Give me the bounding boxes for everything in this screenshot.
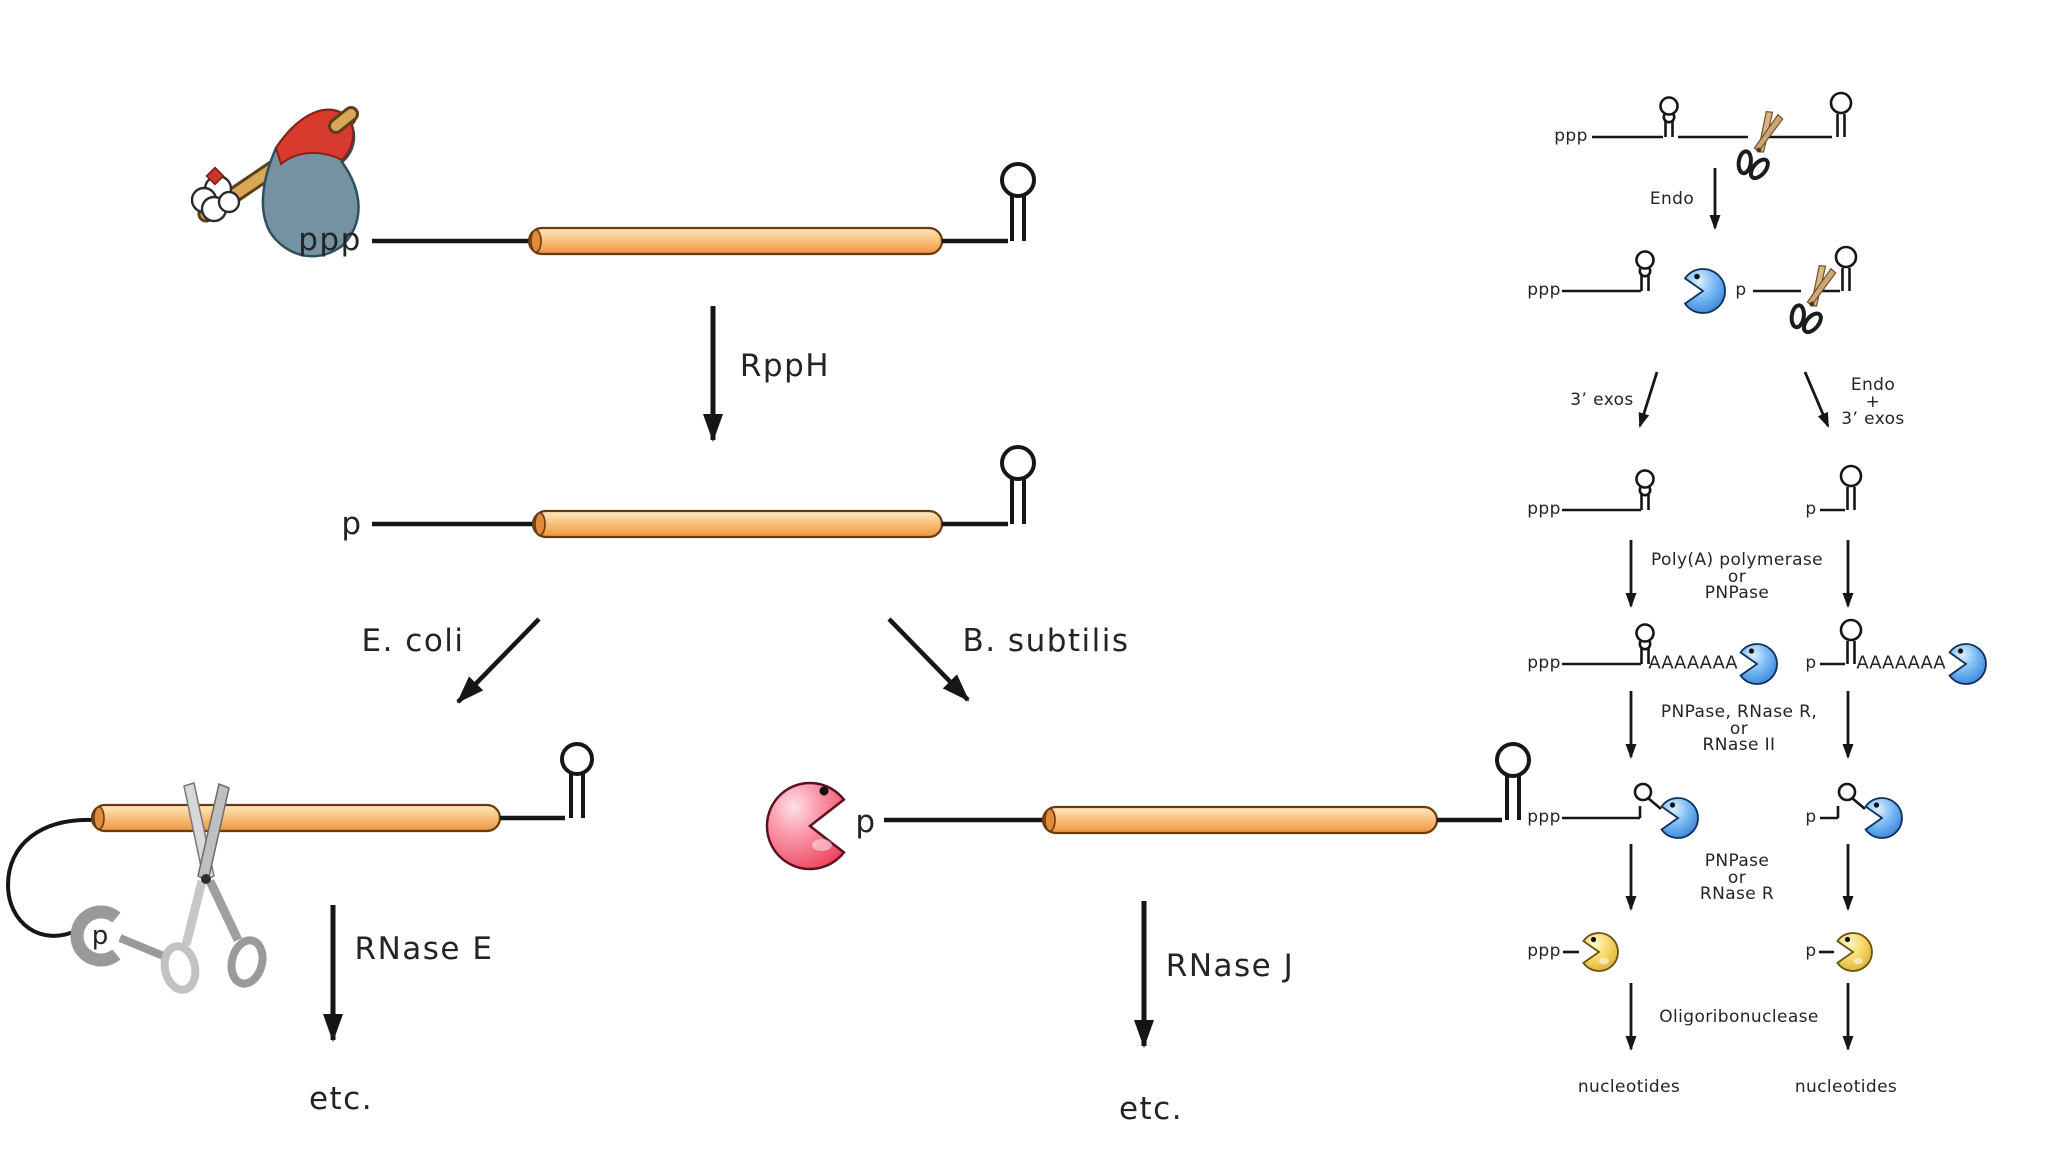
panel-row6-rna [1563,932,1873,972]
panel-branch-arrows [1638,371,1830,428]
small-scissors-icon [1782,258,1846,340]
monophosphate-rna [372,445,1036,539]
panel-row3-left-5p-label: ppp [1527,499,1561,519]
bsubtilis-branch-arrow [887,617,970,702]
ecoli-branch-arrow [456,617,541,704]
panel-3exos-label: 3’ exos [1570,390,1634,410]
blue-pacman-icon [1739,643,1778,685]
panel-endo-plus-label-3: 3’ exos [1841,409,1905,429]
blue-pacman-icon [1948,643,1987,685]
rnase-j-label: RNase J [1165,948,1295,984]
panel-polya-label-1: Poly(A) polymerase [1650,550,1824,570]
small-scissors-icon [1729,104,1793,186]
axe-icon [190,106,360,258]
panel-row4-left-5p-label: ppp [1527,653,1561,673]
ecoli-label: E. coli [361,623,465,659]
panel-exo2-label-1: PNPase [1704,851,1770,871]
etc-right-label: etc. [1118,1091,1184,1127]
panel-polya-tail-left: AAAAAAA [1648,652,1738,674]
rnase-j-substrate-rna [765,742,1531,871]
panel-step-arrows-3 [1625,844,1854,911]
panel-endo-plus-label-1: Endo [1850,375,1896,395]
yellow-pacman-icon [1582,932,1619,972]
panel-oligoribonuclease-label: Oligoribonuclease [1659,1007,1819,1027]
panel-nucleotides-left-label: nucleotides [1577,1077,1681,1097]
pink-pacman-icon [765,781,846,871]
panel-step-arrows-1 [1625,540,1854,608]
panel-exo1-label-3: RNase II [1702,735,1776,755]
panel-row5-right-5p-label: p [1805,807,1817,827]
panel-polya-label-2: or [1727,567,1747,587]
panel-row5-left-5p-label: ppp [1527,807,1561,827]
yellow-pacman-icon [1836,932,1873,972]
scissors-icon [160,782,267,994]
primary-transcript-rna [372,162,1036,256]
panel-row6-right-5p-label: p [1805,941,1817,961]
panel-row2-left-5p-label: ppp [1527,280,1561,300]
panel-exo2-label-2: or [1727,868,1747,888]
rnase-e-label: RNase E [354,931,494,967]
panel-exo2-label-3: RNase R [1699,884,1775,904]
panel-polya-label-3: PNPase [1704,583,1770,603]
panel-row1-rna [1592,91,1853,139]
panel-row1-5p-label: ppp [1554,126,1588,146]
blue-pacman-icon [1660,797,1699,839]
panel-step-arrows-2 [1625,691,1854,759]
bsubtilis-label: B. subtilis [962,623,1130,659]
panel-row4-right-5p-label: p [1805,653,1817,673]
pacman-phosphate-label: p [855,804,877,840]
panel-row3-right-5p-label: p [1805,499,1817,519]
ring-phosphate-label: p [91,921,109,951]
blue-pacman-icon [1864,797,1903,839]
blue-pacman-icon [1683,268,1726,314]
panel-exo1-label-2: or [1729,719,1749,739]
panel-step-arrows-4 [1625,983,1854,1051]
five-prime-sensor-ring-icon [70,905,168,967]
rpph-label: RppH [739,348,831,384]
panel-row5-rna [1562,782,1903,839]
panel-endo-plus-label-2: + [1865,392,1881,412]
triphosphate-label: ppp [298,222,362,258]
panel-endo-label: Endo [1649,189,1695,209]
etc-left-label: etc. [308,1081,374,1117]
monophosphate-label: p [341,506,363,542]
panel-nucleotides-right-label: nucleotides [1794,1077,1898,1097]
panel-row2-rna [1562,245,1858,314]
panel-row4-rna [1562,618,1987,685]
panel-exo1-label-1: PNPase, RNase R, [1660,702,1818,722]
panel-polya-tail-right: AAAAAAA [1856,652,1946,674]
panel-row6-left-5p-label: ppp [1527,941,1561,961]
panel-row3-rna [1562,464,1863,512]
panel-row2-right-5p-label: p [1735,280,1747,300]
